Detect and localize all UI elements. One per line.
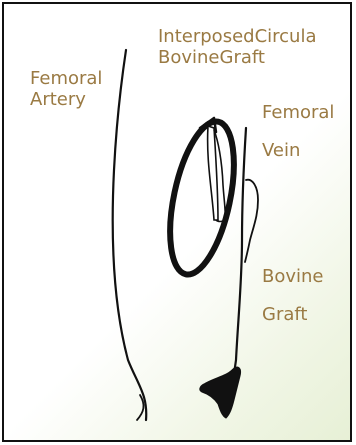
femoral-vein-label-line2: Vein <box>262 132 334 170</box>
bovine-graft-segment <box>245 180 258 262</box>
femoral-artery-label-line1: Femoral <box>30 68 102 89</box>
circular-graft-loop <box>158 116 245 280</box>
femoral-artery-line <box>113 50 147 420</box>
bovine-graft-label-line1: Bovine <box>262 258 324 296</box>
femoral-vein-label-line1: Femoral <box>262 94 334 132</box>
interposed-graft-tube <box>208 126 218 220</box>
interposed-graft-label-line1: InterposedCircula <box>158 26 316 47</box>
bovine-graft-label-line2: Graft <box>262 296 324 334</box>
femoral-artery-label: Femoral Artery <box>30 68 102 110</box>
artery-leader-line <box>137 395 144 420</box>
interposed-graft-label: InterposedCircula BovineGraft <box>158 26 316 68</box>
femoral-vein-label: Femoral Vein <box>262 94 334 170</box>
femoral-artery-label-line2: Artery <box>30 89 102 110</box>
anastomosis-blob <box>200 367 241 418</box>
interposed-graft-label-line2: BovineGraft <box>158 47 316 68</box>
femoral-vein-line <box>228 128 246 392</box>
bovine-graft-label: Bovine Graft <box>262 258 324 334</box>
